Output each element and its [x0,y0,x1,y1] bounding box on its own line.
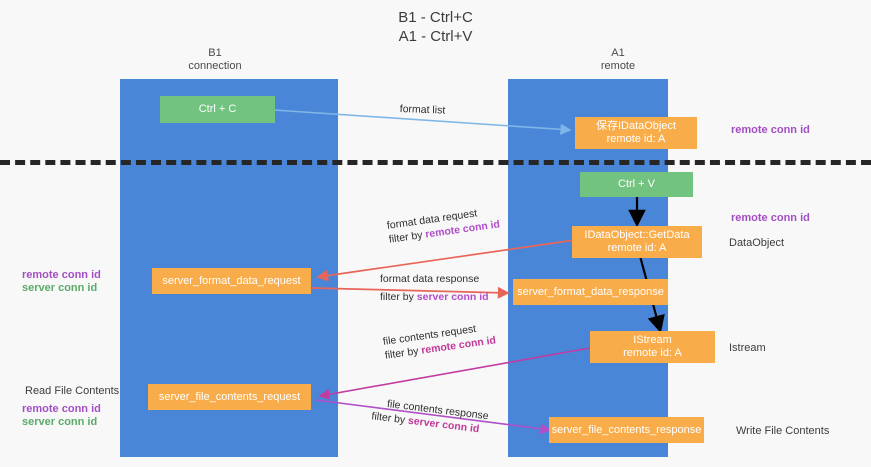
node-idataobject-store-line2: remote id: A [606,133,666,145]
lane-title-a1: A1 remote [600,47,636,72]
node-server-file-contents-request-label: server_file_contents_request [158,390,301,403]
label-read-file-contents: Read File Contents [25,385,120,397]
node-idataobject-store-line1: 保存IDataObject [595,120,677,132]
label-remote-conn-id-mid: remote conn id [731,212,810,224]
node-getdata-line2: remote id: A [607,242,667,254]
node-ctrl-v-label: Ctrl + V [618,178,655,190]
edge-label-format-list: format list [400,102,446,118]
label-left-remote-conn-id-2: remote conn id [22,403,101,415]
edge-label-file-contents-response: file contents response filter by server … [371,397,490,437]
lane-title-b1: B1 connection [188,47,242,72]
edge-format-data-response-line1: format data response [380,273,480,285]
edge-format-data-request-prefix: filter by [388,228,427,246]
edge-label-file-contents-request: file contents request filter by remote c… [382,319,497,362]
label-left-server-conn-id: server conn id [22,282,98,294]
node-ctrl-c-label: Ctrl + C [198,103,237,115]
label-write-file-contents: Write File Contents [736,425,830,437]
label-istream: Istream [729,342,766,354]
edge-label-format-data-response: format data response filter by server co… [380,272,489,304]
edge-file-contents-response-prefix: filter by [370,410,409,427]
label-remote-conn-id-top: remote conn id [731,124,810,136]
label-left-server-conn-id-2: server conn id [22,416,98,428]
node-server-format-data-request[interactable]: server_format_data_request [152,268,311,294]
node-server-file-contents-request[interactable]: server_file_contents_request [148,384,311,410]
node-idataobject-getdata[interactable]: IDataObject::GetData remote id: A [572,226,702,258]
edge-label-format-data-request: format data request filter by remote con… [386,203,501,246]
edge-format-data-response-hl: server conn id [416,291,489,303]
node-ctrl-v[interactable]: Ctrl + V [580,172,693,197]
node-server-format-data-request-label: server_format_data_request [162,274,301,287]
node-istream[interactable]: IStream remote id: A [590,331,715,363]
node-ctrl-c[interactable]: Ctrl + C [160,96,275,123]
phase-divider [0,160,871,165]
node-istream-line2: remote id: A [623,347,682,359]
node-istream-line1: IStream [633,334,672,346]
edge-label-format-list-line1: format list [399,102,446,117]
node-server-format-data-response[interactable]: server_format_data_response [513,279,668,305]
node-idataobject-store[interactable]: 保存IDataObject remote id: A [575,117,697,149]
label-left-remote-conn-id: remote conn id [22,269,101,281]
label-dataobject: DataObject [729,237,785,249]
node-server-file-contents-response-label: server_file_contents_response [551,423,702,436]
edge-format-data-response-line2: filter by server conn id [380,290,489,304]
node-server-file-contents-response[interactable]: server_file_contents_response [549,417,704,443]
edge-format-data-response-prefix: filter by [380,291,417,303]
node-server-format-data-response-label: server_format_data_response [517,285,664,298]
node-getdata-line1: IDataObject::GetData [584,229,690,241]
edge-file-contents-request-prefix: filter by [384,344,423,362]
diagram-title: B1 - Ctrl+C A1 - Ctrl+V [398,9,473,45]
